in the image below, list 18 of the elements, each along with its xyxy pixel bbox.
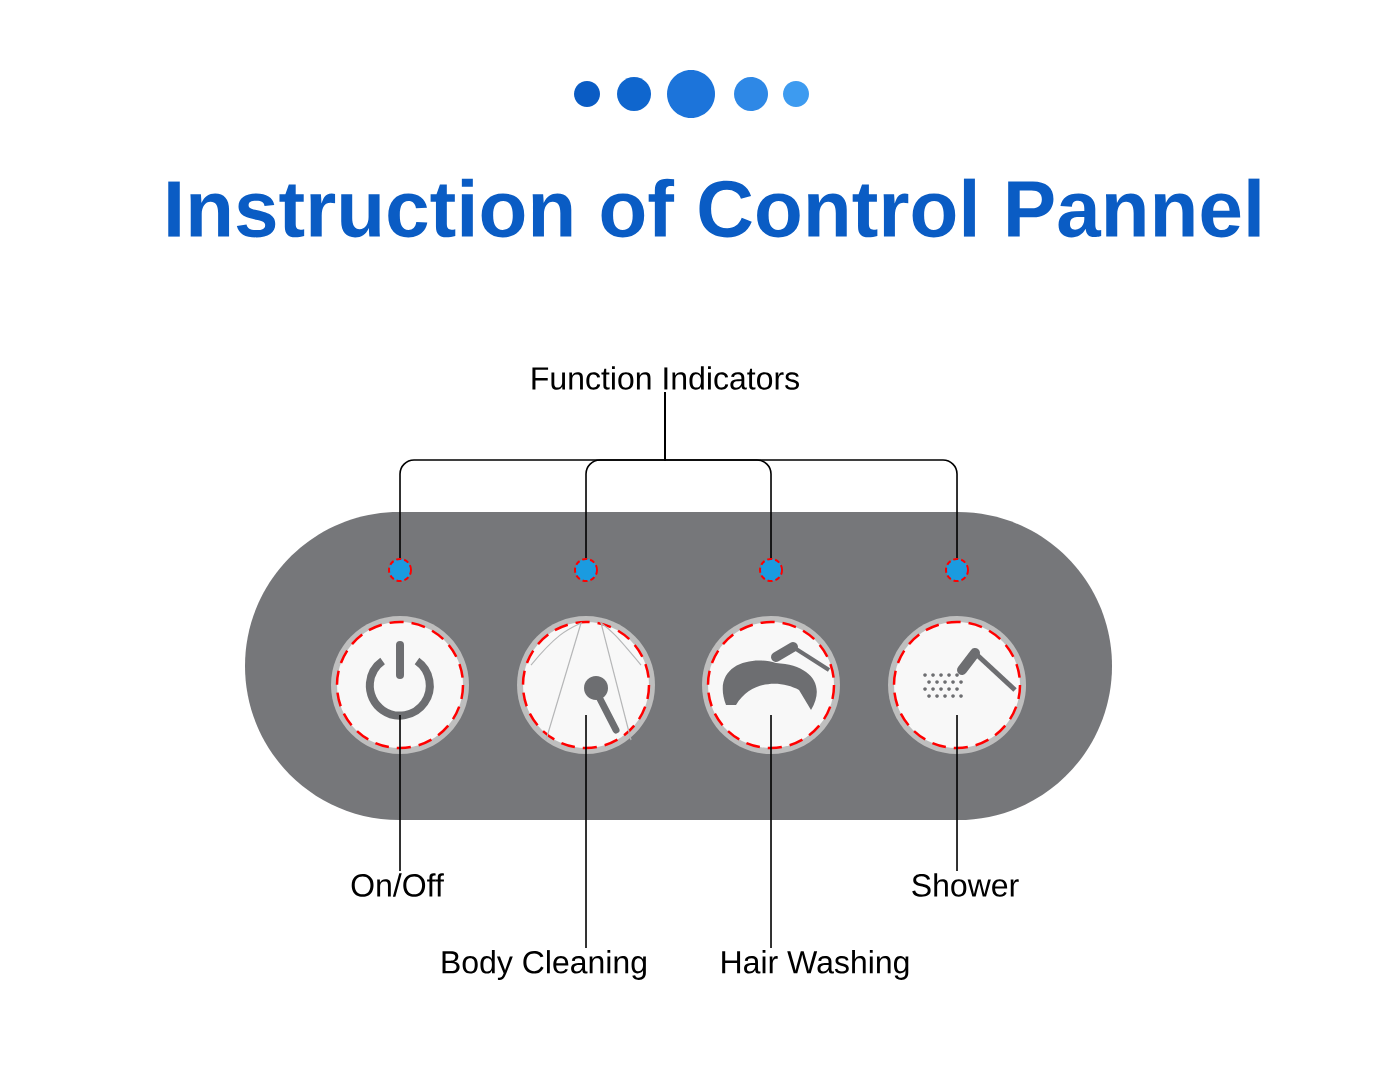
button xyxy=(517,616,655,754)
indicator-light xyxy=(574,558,598,582)
leader-line xyxy=(585,714,587,949)
callout-label: Body Cleaning xyxy=(442,950,646,980)
callout-label: Shower xyxy=(912,873,1019,897)
indicator-light xyxy=(945,558,969,582)
callout-label: On/Off xyxy=(351,873,444,897)
callout-label: Function Indicators xyxy=(532,366,799,390)
indicator-light xyxy=(759,558,783,582)
indicator-light xyxy=(388,558,412,582)
leader-line xyxy=(664,391,958,559)
leader-line xyxy=(399,714,401,872)
title: Instruction of Control Pannel xyxy=(168,178,1260,238)
leader-line xyxy=(770,714,772,949)
leader-line xyxy=(956,714,958,872)
button xyxy=(331,616,469,754)
button xyxy=(888,616,1026,754)
callout-label: Hair Washing xyxy=(722,950,909,980)
